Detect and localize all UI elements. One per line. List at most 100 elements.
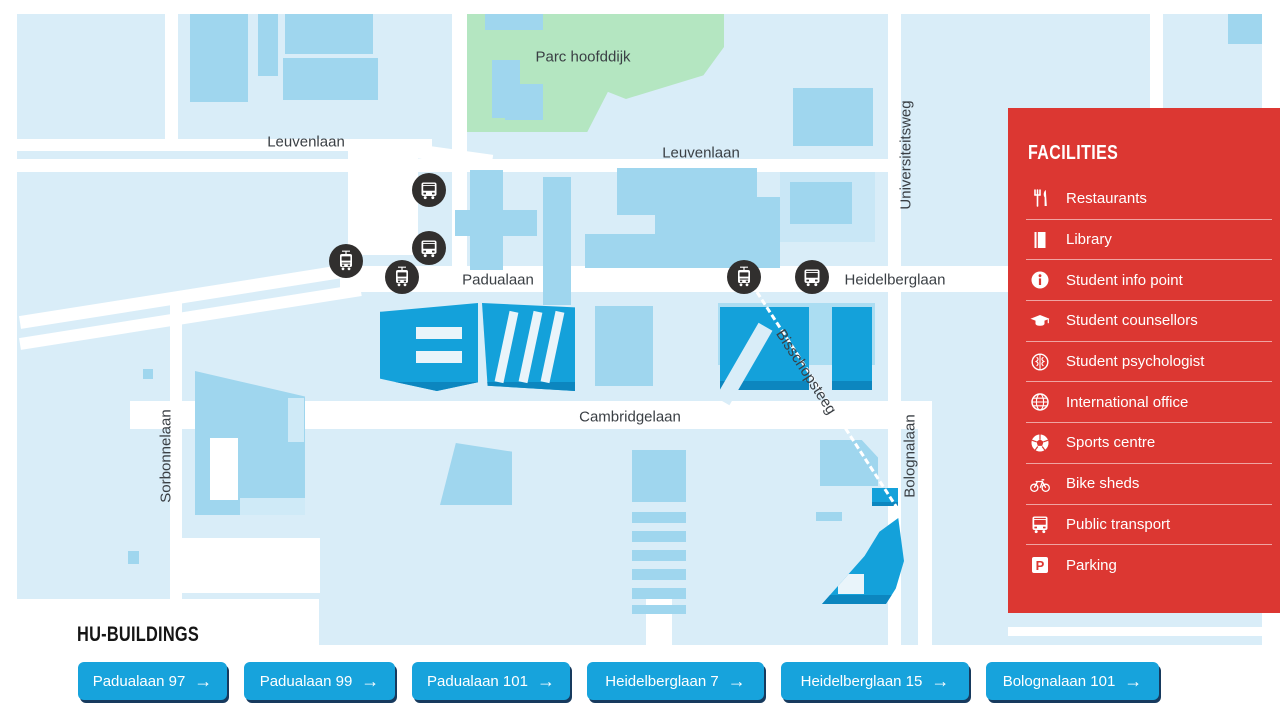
- facility-label: Restaurants: [1066, 189, 1147, 207]
- street-label-sorbonnelaan: Sorbonnelaan: [157, 409, 175, 503]
- facility-label: Bike sheds: [1066, 475, 1140, 493]
- courtyard: [288, 398, 304, 442]
- facilities-panel: FACILITIES Restaurants Library Student i…: [1008, 108, 1280, 613]
- building: [485, 14, 543, 30]
- arrow-right-icon: →: [931, 671, 950, 691]
- road-topleft-vertical: [165, 14, 178, 146]
- building-white: [172, 538, 320, 593]
- street-label-leuvenlaan-east: Leuvenlaan: [662, 144, 740, 162]
- facility-row-counsellors: Student counsellors: [1026, 300, 1272, 341]
- facility-label: Sports centre: [1066, 434, 1156, 452]
- button-label: Heidelberglaan 7: [605, 672, 719, 690]
- facility-row-sports: Sports centre: [1026, 422, 1272, 463]
- building: [793, 88, 873, 146]
- facility-label: Library: [1066, 231, 1112, 249]
- globe-icon: [1028, 390, 1052, 414]
- housing-stripe: [632, 605, 686, 614]
- building: [790, 182, 852, 224]
- button-padualaan-101[interactable]: Padualaan 101 →: [412, 662, 570, 700]
- facility-label: Public transport: [1066, 515, 1171, 533]
- hu-buildings-title: HU-BUILDINGS: [77, 622, 200, 646]
- hu-buildings-heading: HU-BUILDINGS: [60, 613, 217, 656]
- building: [595, 306, 653, 386]
- building-housing-block: [632, 450, 686, 502]
- building: [820, 440, 878, 486]
- building-sorbonnelaan: [195, 371, 305, 515]
- road-bottom-right-strip: [1008, 627, 1262, 636]
- facility-row-bike-sheds: Bike sheds: [1026, 462, 1272, 504]
- facility-row-public-transport: Public transport: [1026, 503, 1272, 545]
- building: [1228, 14, 1262, 44]
- street-label-parc-hoofddijk: Parc hoofddijk: [535, 48, 631, 66]
- bus-stop-icon: [412, 231, 446, 265]
- building-padualaan-97: [380, 303, 478, 391]
- courtyard: [210, 438, 238, 500]
- building: [585, 234, 657, 268]
- street-label-universiteitsweg: Universiteitsweg: [897, 100, 915, 210]
- road-topright-vertical: [1150, 14, 1163, 108]
- street-label-heidelberglaan: Heidelberglaan: [844, 271, 946, 289]
- button-label: Bolognalaan 101: [1002, 672, 1116, 690]
- housing-stripe: [632, 550, 686, 561]
- building-heidelberglaan-15: [832, 307, 872, 390]
- housing-stripe: [632, 588, 686, 599]
- button-bolognalaan-101[interactable]: Bolognalaan 101 →: [986, 662, 1159, 700]
- courtyard: [240, 498, 305, 515]
- restaurants-icon: [1028, 186, 1052, 210]
- parking-lot: [348, 150, 418, 255]
- football-icon: [1028, 431, 1052, 455]
- housing-stripe: [632, 569, 686, 580]
- building: [713, 197, 780, 267]
- facility-row-restaurants: Restaurants: [1026, 178, 1272, 219]
- tram-stop-icon: [329, 244, 363, 278]
- button-label: Heidelberglaan 15: [800, 672, 923, 690]
- facility-label: Student info point: [1066, 271, 1183, 289]
- facility-row-international: International office: [1026, 381, 1272, 422]
- facility-row-student-info: Student info point: [1026, 259, 1272, 300]
- building: [505, 84, 543, 120]
- arrow-right-icon: →: [536, 671, 555, 691]
- building: [285, 14, 373, 54]
- facility-label: Student counsellors: [1066, 312, 1198, 330]
- building: [283, 58, 378, 100]
- button-heidelberglaan-7[interactable]: Heidelberglaan 7 →: [587, 662, 764, 700]
- facility-label: International office: [1066, 393, 1189, 411]
- building: [258, 14, 278, 76]
- building: [543, 177, 571, 305]
- street-label-padualaan: Padualaan: [462, 271, 534, 289]
- building-buttons-bar: Padualaan 97 → Padualaan 99 → Padualaan …: [78, 662, 1159, 700]
- svg-text:P: P: [1036, 558, 1045, 573]
- tram-stop-icon: [385, 260, 419, 294]
- button-label: Padualaan 97: [92, 672, 186, 690]
- bus-stop-icon: [412, 173, 446, 207]
- building: [440, 443, 512, 505]
- housing-stripe: [632, 531, 686, 542]
- road-bolognalaan: [918, 424, 932, 645]
- button-label: Padualaan 99: [259, 672, 353, 690]
- button-padualaan-99[interactable]: Padualaan 99 →: [244, 662, 395, 700]
- button-heidelberglaan-15[interactable]: Heidelberglaan 15 →: [781, 662, 969, 700]
- arrow-right-icon: →: [727, 671, 746, 691]
- graduation-cap-icon: [1028, 309, 1052, 333]
- facility-row-library: Library: [1026, 218, 1272, 260]
- facility-row-parking: P Parking: [1026, 544, 1272, 585]
- building-heidelberglaan-7: [715, 307, 809, 406]
- button-label: Padualaan 101: [427, 672, 528, 690]
- road-vertical-north: [452, 14, 467, 274]
- building-small: [128, 551, 139, 564]
- facility-label: Parking: [1066, 556, 1117, 574]
- facilities-title: FACILITIES: [1028, 142, 1119, 164]
- bus-icon: [1028, 512, 1052, 536]
- building-padualaan-99-101: [482, 303, 575, 391]
- library-icon: [1028, 228, 1052, 252]
- facility-label: Student psychologist: [1066, 353, 1205, 371]
- street-label-bolognalaan: Bolognalaan: [901, 414, 919, 498]
- arrow-right-icon: →: [1124, 671, 1143, 691]
- building: [190, 14, 248, 102]
- info-icon: [1028, 268, 1052, 292]
- button-padualaan-97[interactable]: Padualaan 97 →: [78, 662, 227, 700]
- housing-stripe: [632, 512, 686, 523]
- street-label-cambridgelaan: Cambridgelaan: [579, 408, 681, 426]
- building: [816, 512, 842, 521]
- building-small-highlight: [872, 488, 898, 506]
